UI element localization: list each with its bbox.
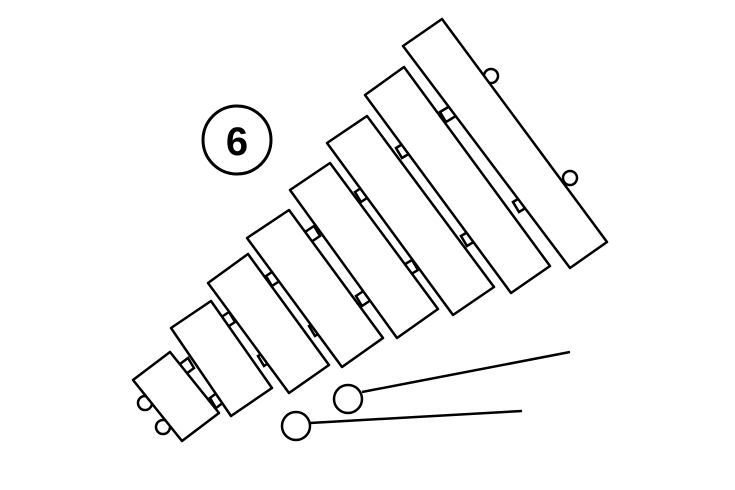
badge-number: 6: [226, 120, 248, 164]
mallet-upper: [332, 350, 571, 415]
xylophone-bar-4: [245, 208, 385, 369]
mallet-head: [332, 383, 364, 415]
mallets: [280, 350, 571, 442]
xylophone-bar-2: [169, 299, 274, 418]
xylophone-bars: [131, 17, 609, 443]
mallet-head: [280, 410, 312, 442]
xylophone-bar-8: [401, 17, 609, 270]
xylophone-bar-7: [363, 65, 552, 295]
mallet-lower: [280, 409, 523, 442]
number-badge: 6: [201, 104, 273, 176]
xylophone-bar-3: [206, 252, 331, 395]
xylophone-bar-1: [131, 350, 221, 443]
xylophone-bar-6: [325, 114, 496, 317]
xylophone-bar-5: [288, 161, 440, 340]
peg: [561, 169, 579, 187]
